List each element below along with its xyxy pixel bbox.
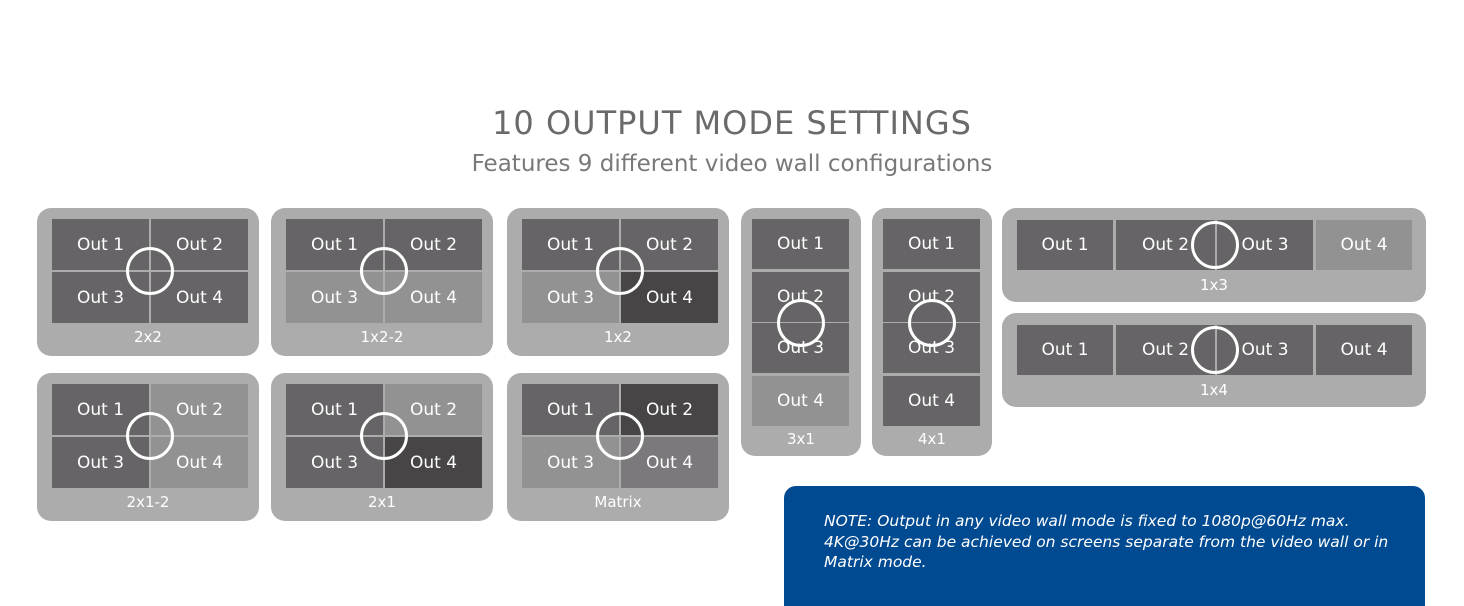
wall-center-circle-icon bbox=[126, 247, 174, 295]
output-cell: Out 1 bbox=[883, 219, 980, 269]
output-cell: Out 1 bbox=[1017, 220, 1113, 270]
mode-label: 1x3 bbox=[1200, 276, 1228, 294]
output-cell: Out 2 bbox=[621, 219, 718, 270]
output-cell: Out 4 bbox=[752, 376, 849, 426]
output-cell: Out 4 bbox=[1316, 325, 1412, 375]
wall-center-circle-icon bbox=[1191, 221, 1239, 269]
mode-label: 4x1 bbox=[918, 430, 946, 448]
mode-label: 1x2 bbox=[604, 328, 632, 346]
mode-label: 2x1-2 bbox=[126, 493, 170, 511]
output-cell: Out 1 bbox=[522, 219, 619, 270]
wall-center-circle-icon bbox=[126, 412, 174, 460]
output-cell: Out 4 bbox=[385, 272, 482, 323]
mode-label: 1x4 bbox=[1200, 381, 1228, 399]
wall-center-circle-icon bbox=[1191, 326, 1239, 374]
wall-center-circle-icon bbox=[777, 299, 825, 347]
wall-center-circle-icon bbox=[908, 299, 956, 347]
output-cell: Out 1 bbox=[1017, 325, 1113, 375]
mode-label: 2x2 bbox=[134, 328, 162, 346]
output-cell: Out 3 bbox=[52, 437, 149, 488]
mode-label: 1x2-2 bbox=[360, 328, 404, 346]
output-cell: Out 4 bbox=[883, 376, 980, 426]
output-cell: Out 1 bbox=[752, 219, 849, 269]
mode-label: 2x1 bbox=[368, 493, 396, 511]
wall-center-circle-icon bbox=[360, 412, 408, 460]
mode-label: Matrix bbox=[594, 493, 642, 511]
output-cell: Out 4 bbox=[1316, 220, 1412, 270]
wall-center-circle-icon bbox=[596, 247, 644, 295]
page-subtitle: Features 9 different video wall configur… bbox=[471, 151, 993, 177]
note-box: NOTE: Output in any video wall mode is f… bbox=[784, 486, 1425, 606]
output-cell: Out 4 bbox=[151, 272, 248, 323]
wall-center-circle-icon bbox=[360, 247, 408, 295]
wall-center-circle-icon bbox=[596, 412, 644, 460]
page-title: 10 OUTPUT MODE SETTINGS bbox=[492, 104, 972, 142]
mode-label: 3x1 bbox=[787, 430, 815, 448]
note-text: NOTE: Output in any video wall mode is f… bbox=[824, 512, 1389, 571]
